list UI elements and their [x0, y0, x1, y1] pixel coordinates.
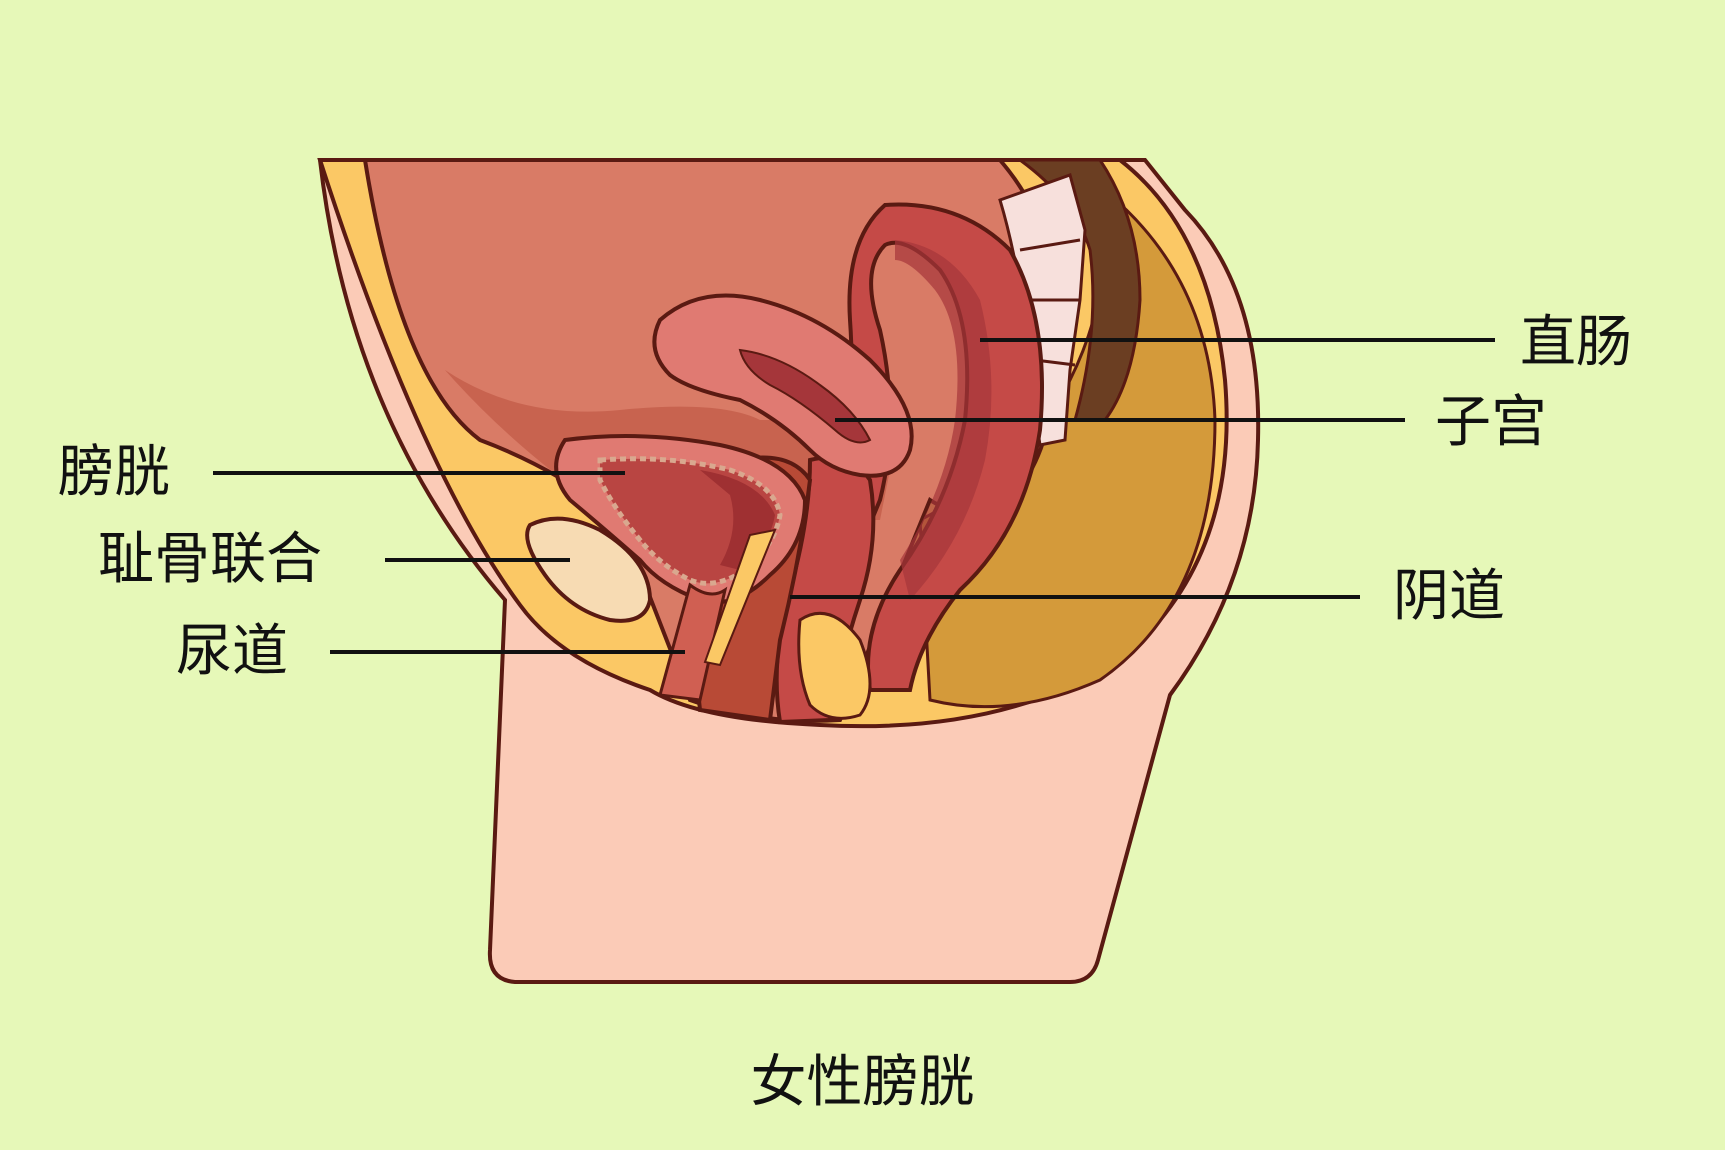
label-vagina: 阴道	[1393, 564, 1505, 629]
label-rectum: 直肠	[1520, 310, 1632, 375]
rectum-inner	[895, 240, 992, 600]
urethra-fat-strip	[703, 528, 777, 667]
vaginal-fat	[797, 611, 872, 720]
label-bladder: 膀胱	[58, 440, 170, 505]
vertebra-line	[1019, 238, 1081, 252]
label-urethra: 尿道	[176, 619, 288, 684]
posterior-fat	[918, 191, 1217, 709]
diagram-caption: 女性膀胱	[750, 1050, 975, 1115]
label-uterus: 子宫	[1435, 390, 1547, 455]
urethra-shape	[658, 582, 728, 702]
label-pubic-symphysis: 耻骨联合	[98, 527, 322, 592]
